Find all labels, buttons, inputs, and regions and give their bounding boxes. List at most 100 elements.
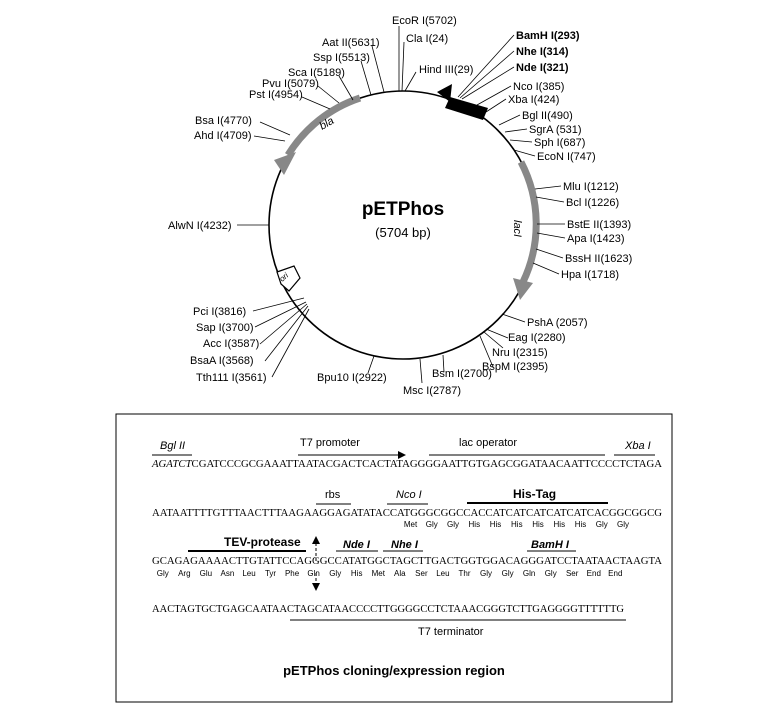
amino-acid: Gly [157, 569, 169, 578]
cloning-region-block [445, 97, 488, 120]
site-sspi: Ssp I(5513) [313, 52, 370, 64]
amino-acid: Gly [596, 520, 608, 529]
t7-promoter-label: T7 promoter [300, 437, 360, 449]
amino-acid: Gly [617, 520, 629, 529]
seq-3: GCAGAGAAAACTTGTATTCCAGGGCCATATGGCTAGCTTG… [152, 556, 663, 567]
cloning-region-arrowhead [437, 84, 452, 102]
bglii-label-text: Bgl II [160, 440, 185, 452]
amino-acid: End [587, 569, 601, 578]
bla-gene-arc [285, 94, 362, 157]
amino-acid: Gly [329, 569, 341, 578]
site-bspmi: BspM I(2395) [482, 361, 548, 373]
site-psti: Pst I(4954) [249, 89, 303, 101]
site-nrui: Nru I(2315) [492, 347, 548, 359]
amino-acid: Gly [426, 520, 438, 529]
laci-gene-arrowhead [513, 278, 533, 300]
site-alwni: AlwN I(4232) [168, 220, 232, 232]
site-mlui: Mlu I(1212) [563, 181, 619, 193]
site-tth111i: Tth111 I(3561) [196, 372, 267, 384]
t7-terminator-label: T7 terminator [418, 626, 484, 638]
lac-operator-label: lac operator [459, 437, 517, 449]
site-bsmi: Bsm I(2700) [432, 368, 492, 380]
site-bpu10i: Bpu10 I(2922) [317, 372, 387, 384]
amino-acid: Arg [178, 569, 190, 578]
site-pcii: Pci I(3816) [193, 306, 246, 318]
site-bamhi: BamH I(293) [516, 30, 580, 42]
seq-1-rest: CGATCCCGCGAAATTAATACGACTCACTATAGGGGAATTG… [192, 459, 663, 470]
amino-acid: Ser [566, 569, 579, 578]
bla-gene-arrowhead [274, 152, 296, 175]
site-sapi: Sap I(3700) [196, 322, 253, 334]
amino-acid: Thr [459, 569, 471, 578]
amino-acid: Met [372, 569, 386, 578]
xbai-label-text: Xba I [624, 440, 651, 452]
amino-acid: Glu [200, 569, 212, 578]
site-aatii: Aat II(5631) [322, 37, 379, 49]
site-bcli: Bcl I(1226) [566, 197, 619, 209]
site-bsaai: BsaA I(3568) [190, 355, 254, 367]
amino-acid: Asn [221, 569, 235, 578]
site-ndei: Nde I(321) [516, 62, 569, 74]
bamhi-label-text: BamH I [531, 539, 570, 551]
ori-marker [276, 265, 301, 292]
plasmid-map: bla lacI ori pETPhos (5704 bp) [168, 15, 632, 397]
site-ncoi: Nco I(385) [513, 81, 564, 93]
amino-acid: Gly [480, 569, 492, 578]
amino-acid: His [554, 520, 566, 529]
site-acci: Acc I(3587) [203, 338, 259, 350]
amino-acid: His [575, 520, 587, 529]
ncoi-label: Nco I [396, 489, 422, 501]
nhei-label: Nhe I [391, 539, 419, 551]
site-bglii: Bgl II(490) [522, 110, 573, 122]
amino-acid: Gln [307, 569, 319, 578]
site-sphi: Sph I(687) [534, 137, 585, 149]
cloning-region-panel: Bgl II T7 promoter lac operator Xba I AG… [115, 413, 673, 703]
seq-4: AACTAGTGCTGAGCAATAACTAGCATAACCCCTTGGGGCC… [152, 604, 624, 615]
site-eagi: Eag I(2280) [508, 332, 565, 344]
seq-1-bglii-site: AGATCT [151, 459, 193, 470]
amino-acid: His [490, 520, 502, 529]
site-apai: Apa I(1423) [567, 233, 624, 245]
site-msci: Msc I(2787) [403, 385, 461, 397]
amino-acid: Gln [523, 569, 535, 578]
site-nhei: Nhe I(314) [516, 46, 569, 58]
site-ahdi: Ahd I(4709) [194, 130, 251, 142]
tev-protease-label: TEV-protease [224, 535, 301, 549]
his-tag-label: His-Tag [513, 487, 556, 501]
nhei-label-text: Nhe I [391, 539, 419, 551]
amino-acid: Gly [545, 569, 557, 578]
site-scai: Sca I(5189) [288, 67, 345, 79]
site-hpai: Hpa I(1718) [561, 269, 619, 281]
amino-acid: Gly [502, 569, 514, 578]
plasmid-size: (5704 bp) [375, 225, 431, 240]
laci-label: lacI [511, 220, 523, 237]
site-sgra: SgrA (531) [529, 124, 582, 136]
region-title: pETPhos cloning/expression region [283, 663, 505, 678]
amino-acid: Phe [285, 569, 300, 578]
site-xbai: Xba I(424) [508, 94, 559, 106]
site-pvui: Pvu I(5079) [262, 78, 319, 90]
site-bsai: Bsa I(4770) [195, 115, 252, 127]
amino-acid: His [351, 569, 363, 578]
cloning-region-border [115, 413, 673, 703]
amino-acid: Ser [415, 569, 428, 578]
site-psha: PshA (2057) [527, 317, 588, 329]
amino-acid: Leu [242, 569, 255, 578]
site-econi: EcoN I(747) [537, 151, 596, 163]
seq-2: AATAATTTTGTTTAACTTTAAGAAGGAGATATACCATGGG… [152, 508, 662, 519]
site-hindiii: Hind III(29) [419, 64, 473, 76]
site-bsshii: BssH II(1623) [565, 253, 632, 265]
laci-gene-arc [517, 160, 540, 284]
site-clai: Cla I(24) [406, 33, 448, 45]
rbs-label: rbs [325, 489, 341, 501]
amino-acid: Tyr [265, 569, 276, 578]
amino-acid: His [511, 520, 523, 529]
xbai-label: Xba I [624, 440, 651, 452]
amino-acid: End [608, 569, 622, 578]
seq-line-2: rbs Nco I His-Tag AATAATTTTGTTTAACTTTAAG… [152, 487, 662, 529]
bglii-label: Bgl II [160, 440, 185, 452]
amino-acid: His [532, 520, 544, 529]
